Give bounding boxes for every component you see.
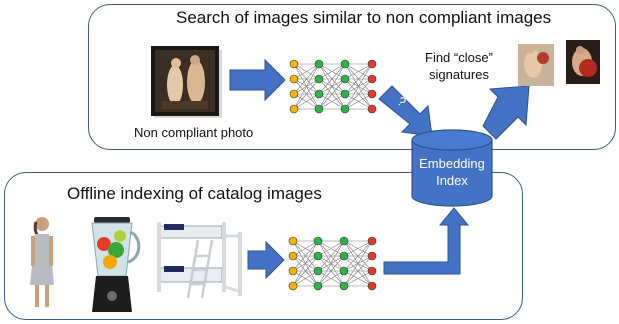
bottom-neural-network-icon [288, 236, 377, 291]
painting-icon [151, 46, 222, 118]
blender-icon [91, 217, 141, 312]
arrow-catalog-to-network [247, 240, 285, 280]
arrow-query-to-index [378, 85, 433, 137]
embedding-index-cylinder [411, 129, 493, 207]
painting-result-icon [566, 40, 600, 84]
embedding-index-label-line2: Index [436, 173, 468, 188]
bunk-bed-icon [157, 222, 243, 299]
top-neural-network-icon [289, 59, 377, 114]
embedding-index-label-line1: Embedding [419, 156, 485, 171]
match-caption: Find “close” signatures [425, 49, 493, 83]
painting-result-icon [518, 44, 554, 86]
arrow-photo-to-network [229, 58, 286, 102]
match-caption-line2: signatures [428, 67, 489, 82]
indexing-panel-title: Offline indexing of catalog images [67, 184, 322, 203]
embedding-index-label: Embedding Index [411, 155, 493, 189]
search-panel-title: Search of images similar to non complian… [176, 8, 552, 27]
match-caption-line1: Find “close” [425, 50, 493, 65]
arrow-network-to-index [383, 207, 470, 275]
arrow-index-to-results [482, 85, 530, 140]
photo-caption: Non compliant photo [134, 125, 254, 140]
dress-icon [30, 217, 54, 307]
